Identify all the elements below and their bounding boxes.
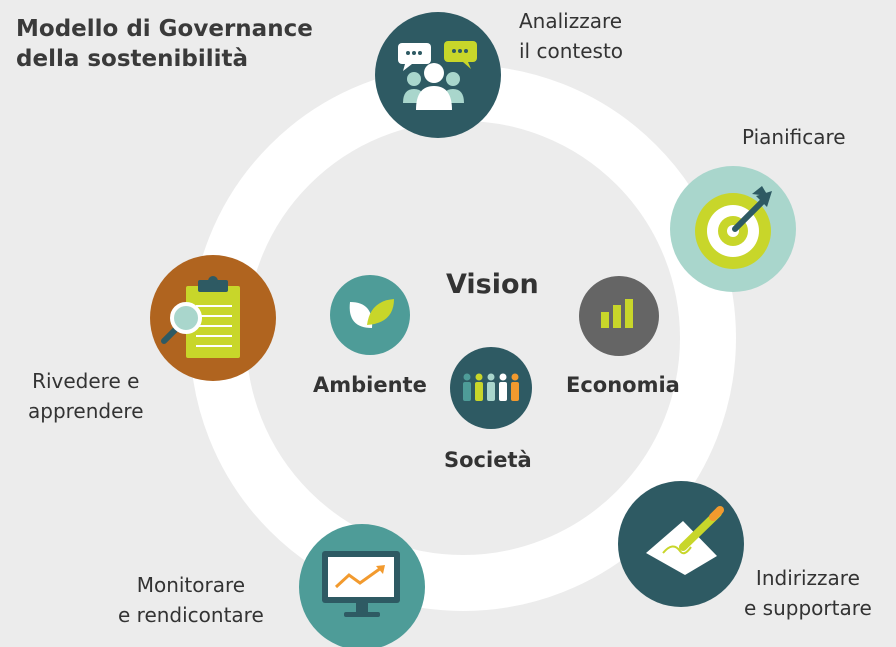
step-indirizzare-line-2: e supportare [744, 596, 872, 620]
step-monitorare-line-2: e rendicontare [118, 603, 264, 627]
pillar-ambiente: Ambiente [313, 373, 427, 397]
step-label-analizzare: Analizzare il contesto [519, 6, 623, 66]
step-analizzare-line-1: Analizzare [519, 9, 623, 33]
step-analizzare-line-2: il contesto [519, 39, 624, 63]
step-pianificare-line-1: Pianificare [742, 125, 846, 149]
target-arrow-icon [670, 166, 796, 292]
bar-chart-icon [579, 276, 659, 356]
step-label-rivedere: Rivedere e apprendere [28, 366, 144, 426]
clipboard-magnifier-icon [150, 255, 276, 381]
people-group-icon [450, 347, 532, 429]
title-line-1: Modello di Governance [16, 16, 313, 42]
people-chat-icon [375, 12, 501, 138]
step-monitorare-line-1: Monitorare [136, 573, 246, 597]
page-title: Modello di Governance della sostenibilit… [16, 14, 313, 74]
leaves-icon [330, 275, 410, 355]
monitor-chart-icon [299, 524, 425, 647]
step-label-pianificare: Pianificare [742, 122, 846, 152]
pillar-economia: Economia [566, 373, 680, 397]
step-indirizzare-line-1: Indirizzare [755, 566, 860, 590]
paper-pen-icon [618, 481, 744, 607]
title-line-2: della sostenibilità [16, 46, 249, 72]
pillar-societa: Società [444, 448, 532, 472]
step-label-indirizzare: Indirizzare e supportare [744, 563, 872, 623]
step-rivedere-line-2: apprendere [28, 399, 144, 423]
step-rivedere-line-1: Rivedere e [32, 369, 140, 393]
step-label-monitorare: Monitorare e rendicontare [118, 570, 264, 630]
center-vision: Vision [446, 269, 539, 300]
